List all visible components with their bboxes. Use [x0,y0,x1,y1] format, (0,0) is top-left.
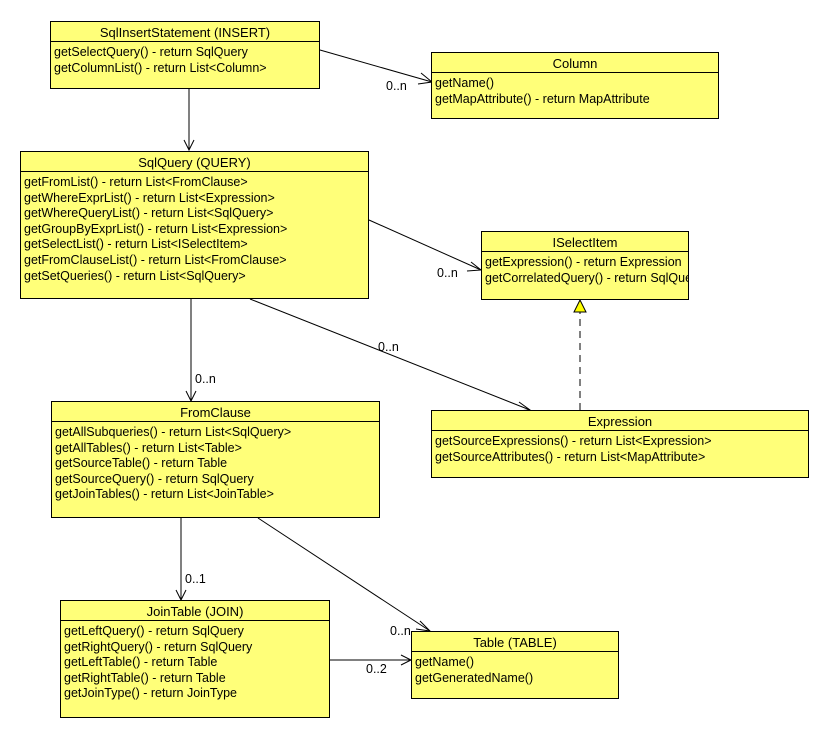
multiplicity-query-expression: 0..n [378,340,399,354]
method: getWhereExprList() - return List<Express… [24,190,275,205]
class-name: SqlInsertStatement (INSERT) [51,22,319,42]
multiplicity-insert-column: 0..n [386,79,407,93]
realization-expression-iselectitem [573,298,587,410]
class-name: FromClause [52,402,379,422]
class-name: Table (TABLE) [412,632,618,652]
association-insert-query [183,89,195,152]
method: getWhereQueryList() - return List<SqlQue… [24,206,274,221]
method: getAllSubqueries() - return List<SqlQuer… [55,425,292,439]
class-iselectitem[interactable]: ISelectItem getExpression() - return Exp… [481,231,689,300]
multiplicity-fromclause-jointable: 0..1 [185,572,206,586]
method: getGeneratedName() [415,670,534,685]
association-query-selectitem [368,219,483,272]
multiplicity-fromclause-table: 0..n [390,624,411,638]
class-name: JoinTable (JOIN) [61,601,329,621]
method: getGroupByExprList() - return List<Expre… [24,221,288,236]
method: getExpression() - return Expression [485,255,682,269]
method: getCorrelatedQuery() - return SqlQuery [485,270,689,285]
method: getRightQuery() - return SqlQuery [64,639,253,654]
class-name: ISelectItem [482,232,688,252]
method: getSourceTable() - return Table [55,456,228,471]
method: getJoinTables() - return List<JoinTable> [55,487,274,502]
class-table[interactable]: Table (TABLE) getName() getGeneratedName… [411,631,619,699]
method: getSelectList() - return List<ISelectIte… [24,237,248,252]
class-fromclause[interactable]: FromClause getAllSubqueries() - return L… [51,401,380,518]
method: getFromList() - return List<FromClause> [24,175,248,189]
multiplicity-query-selectitem: 0..n [437,266,458,280]
class-jointable[interactable]: JoinTable (JOIN) getLeftQuery() - return… [60,600,330,718]
class-name: Expression [432,411,808,431]
method: getMapAttribute() - return MapAttribute [435,91,650,106]
method: getLeftTable() - return Table [64,655,218,670]
class-sqlquery[interactable]: SqlQuery (QUERY) getFromList() - return … [20,151,369,299]
class-name: SqlQuery (QUERY) [21,152,368,172]
method: getSourceQuery() - return SqlQuery [55,471,254,486]
method: getSourceExpressions() - return List<Exp… [435,434,712,448]
method: getRightTable() - return Table [64,670,226,685]
method: getAllTables() - return List<Table> [55,440,242,455]
class-column[interactable]: Column getName() getMapAttribute() - ret… [431,52,719,119]
association-insert-column [319,49,434,85]
class-expression[interactable]: Expression getSourceExpressions() - retu… [431,410,809,478]
method: getLeftQuery() - return SqlQuery [64,624,244,638]
method: getFromClauseList() - return List<FromCl… [24,252,287,267]
class-name: Column [432,53,718,73]
method: getSourceAttributes() - return List<MapA… [435,449,706,464]
multiplicity-jointable-table: 0..2 [366,662,387,676]
multiplicity-query-fromclause: 0..n [195,372,216,386]
method: getName() [435,76,495,90]
method: getJoinType() - return JoinType [64,686,237,701]
method: getSetQueries() - return List<SqlQuery> [24,268,246,283]
method: getColumnList() - return List<Column> [54,60,267,75]
method: getName() [415,655,475,669]
method: getSelectQuery() - return SqlQuery [54,45,248,59]
class-sqlinsertstatement[interactable]: SqlInsertStatement (INSERT) getSelectQue… [50,21,320,89]
association-query-expression [249,298,532,412]
association-fromclause-jointable [175,518,187,602]
